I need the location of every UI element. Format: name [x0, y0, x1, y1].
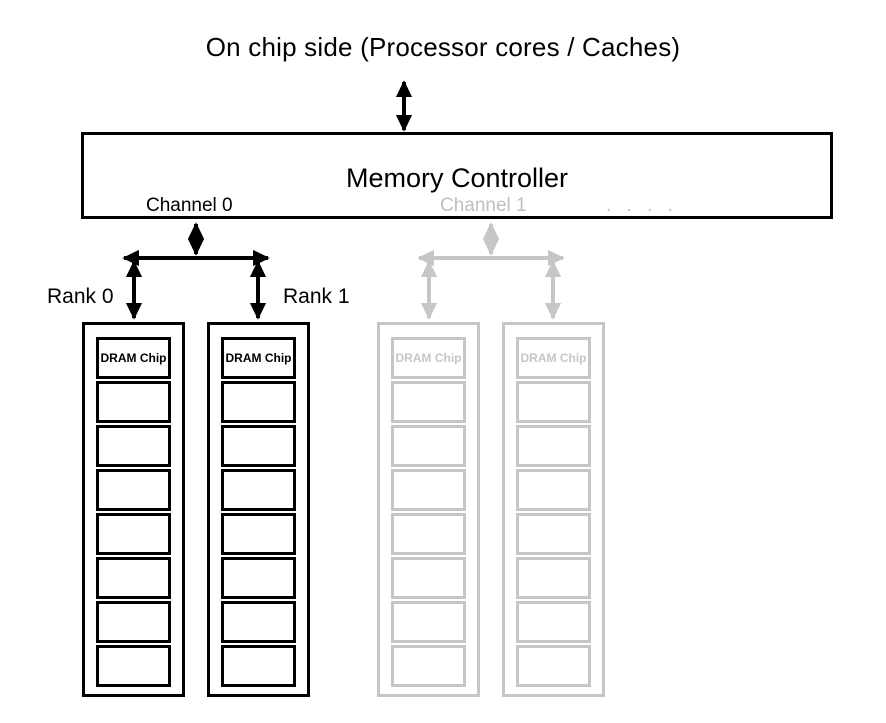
dram-chip — [391, 381, 466, 423]
dram-chip — [96, 425, 171, 467]
channel-0-label: Channel 0 — [146, 195, 233, 216]
rank-0-label: Rank 0 — [47, 285, 114, 308]
dimm-chip-stack: DRAM Chip — [380, 325, 477, 694]
dram-chip — [516, 381, 591, 423]
dimm-module-channel0-rank0: DRAM Chip — [82, 322, 185, 697]
dram-chip — [391, 645, 466, 687]
dram-chip — [516, 601, 591, 643]
dram-chip — [221, 513, 296, 555]
dram-chip — [221, 381, 296, 423]
dram-chip — [96, 557, 171, 599]
dram-chip — [391, 601, 466, 643]
dram-chip-label: DRAM Chip — [225, 351, 292, 365]
rank-1-label: Rank 1 — [283, 285, 350, 308]
dram-chip — [516, 645, 591, 687]
dram-chip-label: DRAM Chip — [395, 351, 462, 365]
dram-chip — [391, 513, 466, 555]
dram-chip — [516, 425, 591, 467]
dram-chip — [516, 469, 591, 511]
dram-chip-label: DRAM Chip — [100, 351, 167, 365]
memory-controller-label: Memory Controller — [345, 163, 569, 193]
dram-chip — [516, 513, 591, 555]
dram-chip — [221, 645, 296, 687]
dram-chip — [96, 381, 171, 423]
dram-chip — [391, 557, 466, 599]
dram-chip — [96, 645, 171, 687]
dimm-module-channel1-rank0: DRAM Chip — [377, 322, 480, 697]
page-title: On chip side (Processor cores / Caches) — [205, 32, 681, 62]
dram-chip — [96, 469, 171, 511]
dimm-chip-stack: DRAM Chip — [210, 325, 307, 694]
dram-chip-label: DRAM Chip — [520, 351, 587, 365]
channel-1-label: Channel 1 — [440, 195, 527, 216]
dram-chip — [221, 425, 296, 467]
dram-chip — [391, 425, 466, 467]
dram-chip — [221, 469, 296, 511]
dram-chip — [391, 469, 466, 511]
dimm-chip-stack: DRAM Chip — [85, 325, 182, 694]
dram-chip: DRAM Chip — [516, 337, 591, 379]
dram-chip — [221, 557, 296, 599]
dram-chip: DRAM Chip — [391, 337, 466, 379]
dram-chip — [516, 557, 591, 599]
dram-chip: DRAM Chip — [221, 337, 296, 379]
dimm-module-channel1-rank1: DRAM Chip — [502, 322, 605, 697]
memory-controller-box — [81, 132, 833, 219]
dram-chip — [221, 601, 296, 643]
dram-chip: DRAM Chip — [96, 337, 171, 379]
dimm-module-channel0-rank1: DRAM Chip — [207, 322, 310, 697]
dimm-chip-stack: DRAM Chip — [505, 325, 602, 694]
dram-chip — [96, 513, 171, 555]
more-channels-ellipsis: . . . . — [606, 195, 678, 216]
dram-chip — [96, 601, 171, 643]
